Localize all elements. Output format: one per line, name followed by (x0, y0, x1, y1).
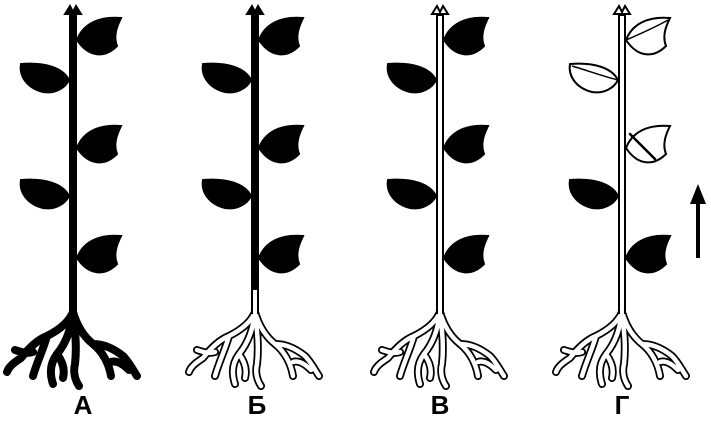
leaf (626, 126, 670, 163)
bud (247, 6, 263, 14)
stem (251, 12, 259, 314)
leaf (77, 18, 121, 55)
leaf (444, 126, 488, 163)
leaf (626, 236, 670, 273)
roots (7, 312, 137, 386)
leaf (77, 126, 121, 163)
plant-3 (374, 6, 504, 386)
leaf (444, 236, 488, 273)
leaf (444, 18, 488, 55)
upward-arrow (690, 184, 706, 258)
plant-4 (556, 6, 686, 386)
plant-2 (189, 6, 319, 386)
leaf (203, 180, 251, 209)
plant-label: Г (615, 390, 630, 420)
leaf (570, 180, 618, 209)
stem (69, 12, 77, 314)
bud (614, 6, 630, 14)
bud (432, 6, 448, 14)
bud (65, 6, 81, 14)
plant-label: А (74, 390, 93, 420)
stem-inner (620, 16, 624, 314)
leaf (203, 64, 251, 93)
leaf (388, 64, 436, 93)
plant-label: В (431, 390, 450, 420)
leaf (388, 180, 436, 209)
leaf (21, 64, 69, 93)
stem-inner (438, 16, 442, 314)
stem-base-inner (253, 290, 257, 316)
leaf (259, 18, 303, 55)
leaf (259, 236, 303, 273)
leaf (259, 126, 303, 163)
plant-1 (7, 6, 137, 386)
leaf (77, 236, 121, 273)
arrow-head (690, 184, 706, 204)
leaf (21, 180, 69, 209)
plant-label: Б (248, 390, 267, 420)
